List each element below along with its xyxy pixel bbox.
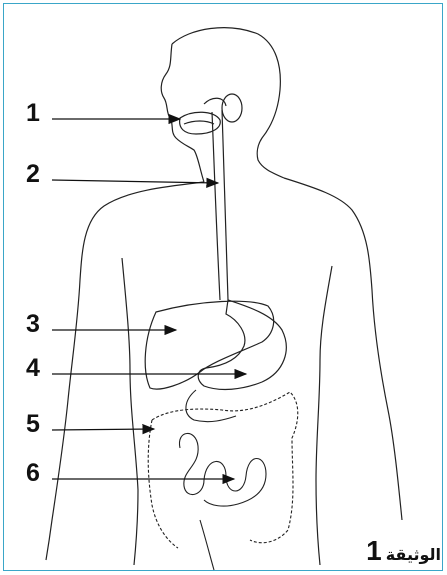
head-back-outline (172, 28, 284, 178)
tongue (184, 121, 214, 124)
label-2: 2 (26, 162, 40, 187)
upper-tract (180, 94, 242, 300)
salivary-gland (222, 94, 242, 122)
face-outline (161, 44, 204, 182)
body-outline (46, 28, 402, 565)
small-intestine-loop-1 (179, 433, 204, 494)
ascending-colon (148, 420, 178, 548)
label-3: 3 (26, 312, 40, 337)
label-1: 1 (26, 101, 40, 126)
rectum (200, 520, 214, 570)
large-intestine (148, 392, 298, 570)
abdominal-organs (145, 300, 286, 389)
duodenum (186, 390, 236, 422)
left-torso-outline (122, 258, 138, 565)
label-6: 6 (26, 461, 40, 486)
label-arrows (52, 119, 246, 479)
stomach (198, 300, 286, 389)
document-label: 1 الوثيقة (366, 535, 441, 567)
document-word: الوثيقة (386, 545, 441, 564)
left-arm-outline (46, 182, 204, 560)
liver (145, 301, 273, 389)
label-5: 5 (26, 412, 40, 437)
right-torso-outline (316, 266, 332, 565)
label-4: 4 (26, 356, 40, 381)
arrow-2 (52, 180, 218, 183)
small-intestine (179, 390, 266, 506)
right-arm-outline (284, 178, 402, 520)
document-number: 1 (366, 535, 382, 567)
esophagus-left (212, 112, 220, 300)
small-intestine-loop-2 (204, 459, 266, 492)
arrow-5 (52, 429, 154, 430)
esophagus-right (222, 110, 228, 300)
